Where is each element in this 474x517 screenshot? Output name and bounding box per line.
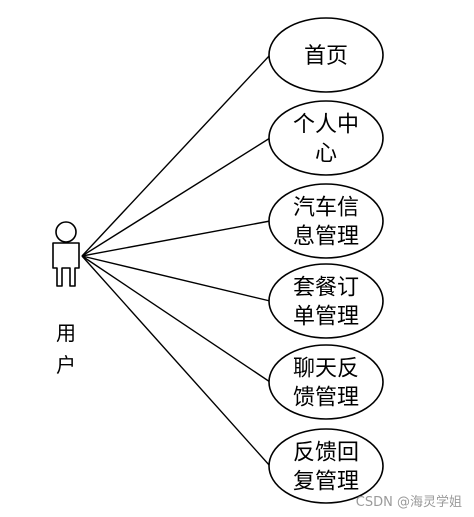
- association-line: [81, 54, 271, 257]
- use-case-label: 复管理: [293, 470, 359, 495]
- use-case-ellipse: [268, 344, 384, 420]
- use-case-label: 反馈回: [293, 441, 359, 466]
- use-case-label: 聊天反: [293, 357, 359, 382]
- use-case-label: 首页: [304, 44, 348, 69]
- actor-user: 用 户: [52, 221, 80, 377]
- use-case-label: 心: [315, 142, 337, 167]
- use-case-label: 套餐订: [293, 276, 359, 301]
- use-case-label: 馈管理: [293, 386, 359, 411]
- association-line: [81, 255, 271, 383]
- use-case-ellipse: [268, 428, 384, 504]
- use-case-ellipse: [268, 263, 384, 339]
- association-line: [81, 255, 271, 467]
- use-case-ellipse: [268, 17, 384, 93]
- use-case-1: 首页: [268, 17, 384, 93]
- watermark-text: CSDN @海灵学姐: [356, 494, 462, 510]
- use-case-label: 汽车信: [293, 196, 359, 221]
- actor-stick-figure-icon: [52, 221, 80, 287]
- association-line: [81, 220, 271, 257]
- use-case-label: 单管理: [293, 305, 359, 330]
- association-line: [81, 255, 271, 302]
- use-case-label: 息管理: [293, 225, 359, 250]
- use-case-ellipse: [268, 100, 384, 176]
- use-case-label: 个人中: [293, 113, 359, 138]
- actor-label-line-1: 用: [56, 321, 76, 345]
- use-case-ellipse: [268, 183, 384, 259]
- association-line: [81, 137, 271, 257]
- actor-label-line-2: 户: [56, 353, 76, 377]
- association-lines: [81, 54, 271, 467]
